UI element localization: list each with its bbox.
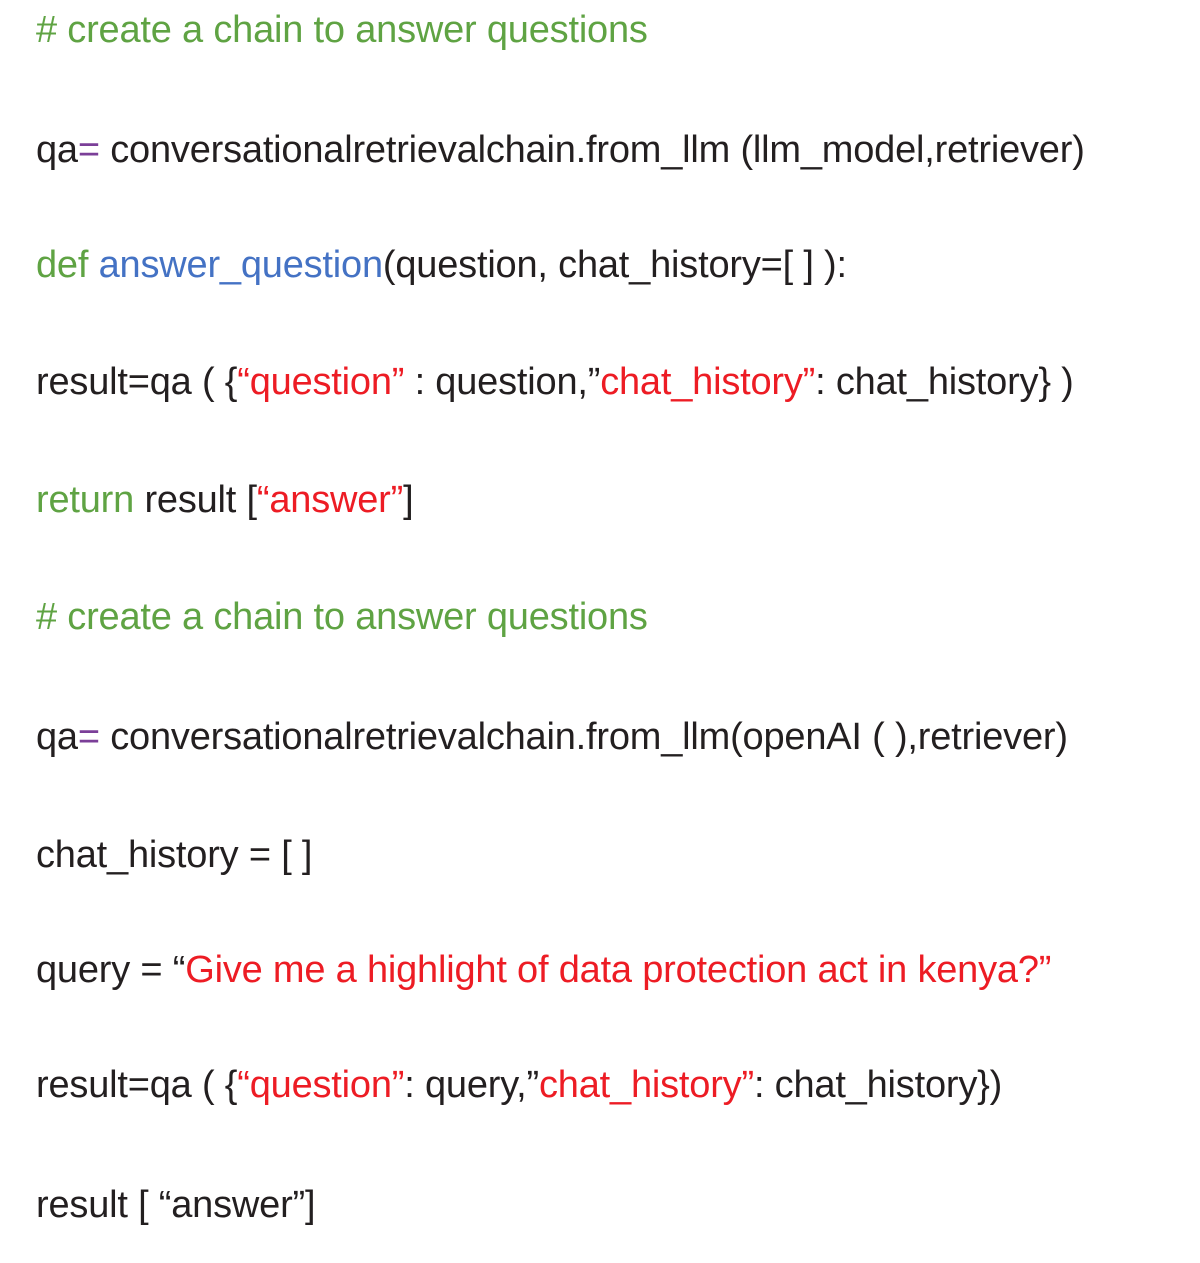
code-token-func: answer_question (98, 244, 384, 286)
code-line: result=qa ( {“question”: query,”chat_his… (36, 1059, 1192, 1111)
code-token-plain: : chat_history}) (753, 1064, 1003, 1106)
code-line: qa= conversationalretrievalchain.from_ll… (36, 124, 1192, 176)
code-token-plain: : chat_history} ) (815, 361, 1074, 403)
code-token-plain: result=qa ( { (36, 361, 238, 403)
code-token-plain: result=qa ( { (36, 1064, 238, 1106)
code-line: qa= conversationalretrievalchain.from_ll… (36, 711, 1192, 763)
code-token-plain: qa (36, 129, 78, 171)
code-token-string: “answer” (256, 479, 404, 521)
code-token-plain: chat_history = [ ] (36, 834, 313, 876)
code-token-keyword: def (36, 244, 99, 286)
code-token-string: “question” (237, 1064, 405, 1106)
code-token-keyword: return (36, 479, 145, 521)
code-line: result [ “answer”] (36, 1179, 1192, 1231)
code-token-string: Give me a highlight of data protection a… (185, 949, 1052, 991)
code-token-string: chat_history” (600, 361, 816, 403)
code-line: result=qa ( {“question” : question,”chat… (36, 356, 1192, 408)
code-line: query = “Give me a highlight of data pro… (36, 944, 1192, 996)
code-token-plain: query = “ (36, 949, 186, 991)
code-line: def answer_question(question, chat_histo… (36, 239, 1192, 291)
code-token-plain: result [ (144, 479, 257, 521)
code-token-comment: # create a chain to answer questions (36, 9, 648, 51)
code-token-string: “question” (237, 361, 405, 403)
code-token-plain: (question, chat_history=[ ] ): (382, 244, 847, 286)
code-token-string: chat_history” (539, 1064, 754, 1106)
code-line: return result [“answer”] (36, 474, 1192, 526)
code-line: # create a chain to answer questions (36, 4, 1192, 56)
code-token-comment: # create a chain to answer questions (36, 596, 648, 638)
code-token-op: = (77, 716, 100, 758)
code-token-plain: qa (36, 716, 78, 758)
code-token-plain: ] (403, 479, 414, 521)
code-token-plain: result [ “answer”] (36, 1184, 316, 1226)
code-token-plain: conversationalretrievalchain.from_llm(op… (99, 716, 1068, 758)
code-token-plain: : question,” (404, 361, 601, 403)
code-token-plain: conversationalretrievalchain.from_llm (l… (99, 129, 1085, 171)
code-line: chat_history = [ ] (36, 829, 1192, 881)
code-token-op: = (77, 129, 100, 171)
code-token-plain: : query,” (404, 1064, 539, 1106)
code-line: # create a chain to answer questions (36, 591, 1192, 643)
